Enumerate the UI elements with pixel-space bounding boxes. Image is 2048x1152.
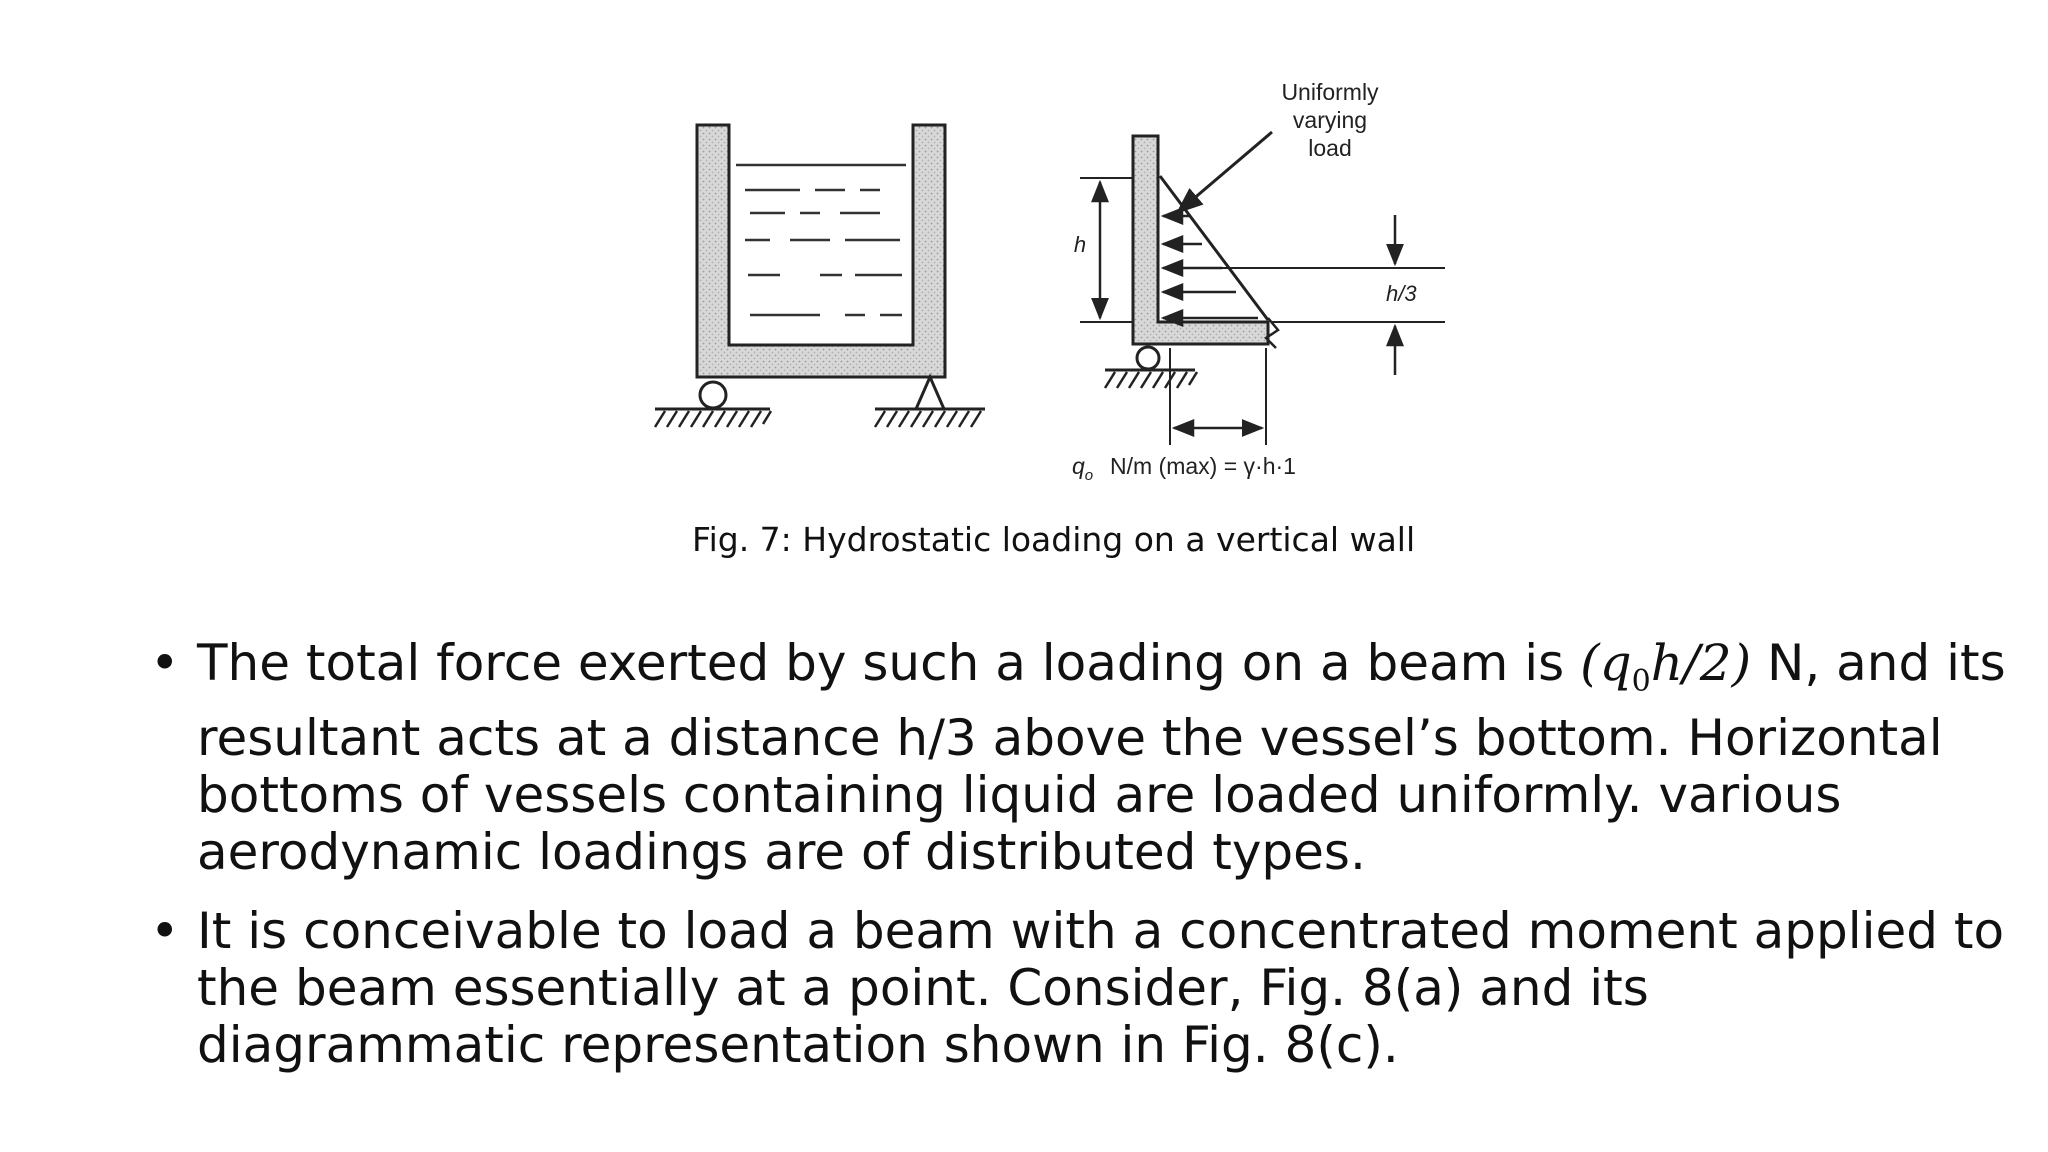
liquid-lines [736, 163, 906, 317]
wall-load-diagram: Uniformly varying load h h/3 qo N/m (max… [1072, 79, 1445, 484]
bullet-list: The total force exerted by such a loadin… [150, 635, 2010, 1074]
ground-hatch-wall [1103, 371, 1199, 389]
hydrostatic-figure: Uniformly varying load h h/3 qo N/m (max… [653, 79, 1445, 484]
pin-support [913, 373, 947, 411]
label-load: load [1308, 135, 1351, 161]
vessel-walls [695, 123, 947, 379]
formula-sub: 0 [1631, 664, 1651, 699]
label-q0-sub: o [1085, 467, 1093, 484]
label-varying: varying [1293, 107, 1367, 133]
label-q0-main: q [1072, 453, 1085, 479]
formula-rest: h/2) [1650, 634, 1752, 692]
bullet-item-1: The total force exerted by such a loadin… [150, 635, 2010, 881]
bullet-1-text-end: N, and its resultant acts at a distance … [197, 634, 2006, 881]
label-uniformly: Uniformly [1281, 79, 1379, 105]
bullet-item-2: It is conceivable to load a beam with a … [150, 903, 2010, 1074]
bullet-2-text: It is conceivable to load a beam with a … [197, 902, 2005, 1074]
bullet-1-text-start: The total force exerted by such a loadin… [197, 634, 1581, 692]
bullet-1-formula: (q0h/2) [1580, 634, 1752, 700]
label-q0: qo [1072, 453, 1093, 484]
ground-hatch-left [653, 410, 773, 428]
roller-support [698, 380, 728, 410]
vertical-wall [1131, 134, 1270, 346]
vessel-diagram [653, 123, 985, 428]
wall-roller-support [1135, 345, 1161, 371]
ground-hatch-right [873, 410, 983, 428]
figure-caption: Fig. 7: Hydrostatic loading on a vertica… [692, 520, 1416, 559]
break-line [1264, 317, 1280, 349]
label-formula: N/m (max) = γ·h·1 [1110, 453, 1296, 479]
label-h: h [1074, 232, 1086, 257]
load-hypotenuse [1158, 175, 1270, 321]
load-leader [1175, 130, 1273, 214]
label-h3: h/3 [1386, 281, 1417, 306]
formula-q: (q [1580, 634, 1632, 692]
